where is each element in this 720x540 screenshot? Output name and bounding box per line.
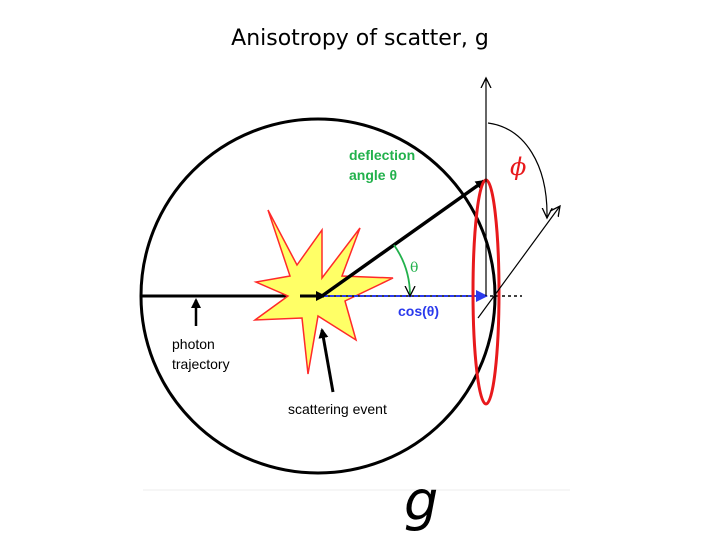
cos-theta-label: cos(θ) — [398, 303, 439, 319]
diagram-title: Anisotropy of scatter, g — [231, 26, 489, 51]
photon-trajectory-label-line2: trajectory — [172, 356, 230, 372]
photon-trajectory-label-line1: photon — [172, 336, 215, 352]
deflected-direction-arrow — [320, 179, 486, 298]
deflection-angle-label-line2: angle θ — [349, 167, 397, 183]
scattering-event-pointer — [318, 328, 335, 393]
deflection-angle-label-line1: deflection — [349, 147, 415, 163]
theta-arc — [393, 244, 410, 296]
phi-label: ϕ — [510, 153, 526, 181]
rotated-axis — [477, 206, 560, 319]
scattering-event-label: scattering event — [288, 401, 387, 417]
theta-label: θ — [410, 260, 418, 276]
g-symbol: g — [404, 470, 439, 533]
phi-arc — [487, 122, 547, 218]
